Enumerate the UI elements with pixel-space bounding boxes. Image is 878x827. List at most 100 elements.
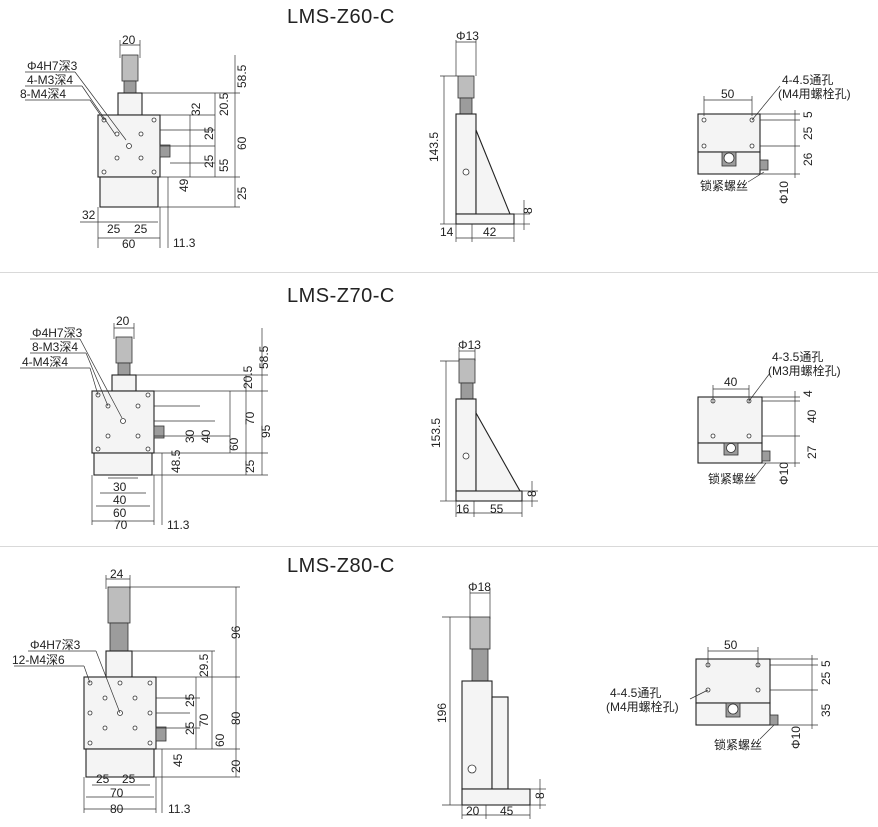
dimension-label: 50 <box>721 87 735 101</box>
dimension-label: 8 <box>533 792 547 799</box>
dimension-label: 80 <box>110 802 124 816</box>
drawing-shape <box>145 446 151 452</box>
dimension-line <box>751 462 767 482</box>
drawing-shape <box>459 97 473 115</box>
drawing-shape <box>138 155 144 161</box>
dimension-label: 8-M4深4 <box>20 87 66 101</box>
drawing-shape <box>455 398 477 492</box>
dimension-label: 24 <box>110 567 124 581</box>
dimension-label: 70 <box>197 713 211 727</box>
dimension-line <box>81 85 116 135</box>
dimension-label: 16 <box>456 502 470 516</box>
dimension-label: 196 <box>435 703 449 723</box>
dimension-label: 49 <box>177 178 191 192</box>
dimension-label: 40 <box>805 409 819 423</box>
dimension-line <box>747 171 765 183</box>
dimension-label: Φ13 <box>456 29 479 43</box>
dimension-label: 70 <box>110 786 124 800</box>
dimension-label: 60 <box>113 506 127 520</box>
micrometer-sleeve <box>123 80 137 94</box>
micrometer-knob <box>121 54 139 82</box>
dimension-label: 11.3 <box>167 518 190 532</box>
top-view: 40 4-3.5通孔 (M3用螺栓孔) 4 40 27 Φ10 锁紧螺丝 <box>697 350 841 486</box>
dimension-label: 4-M3深4 <box>27 73 73 87</box>
drawing-shape <box>455 213 515 225</box>
drawing-shape <box>107 586 131 624</box>
drawing-shape <box>151 169 157 175</box>
dimension-label: 25 <box>134 222 148 236</box>
drawing-shape <box>151 117 157 123</box>
dimension-label: 60 <box>235 136 249 150</box>
dimension-label: 4-3.5通孔 <box>772 350 823 364</box>
drawing-shape <box>117 362 131 376</box>
dimension-line <box>85 352 109 407</box>
dimension-line <box>74 71 127 141</box>
dimension-line <box>89 99 105 121</box>
drawing-shape <box>475 129 511 215</box>
drawing-shape <box>101 169 107 175</box>
dimension-label: 4-4.5通孔 <box>782 73 833 87</box>
dimension-label: 45 <box>500 804 514 818</box>
dimension-label: 30 <box>113 480 127 494</box>
model-section-z70: LMS-Z70-C 2 <box>0 273 878 546</box>
drawing-shape <box>701 143 707 149</box>
drawing-shape <box>759 159 769 171</box>
drawing-shape <box>87 710 93 716</box>
drawing-shape <box>697 396 763 444</box>
dimension-label: 25 <box>122 772 136 786</box>
dimension-label: 58.5 <box>257 345 271 369</box>
dimension-label: 60 <box>122 237 136 251</box>
dimension-label: 20 <box>116 314 130 328</box>
drawing-shape <box>710 433 716 439</box>
drawing-z60: 20 Φ4H7深3 4-M3深4 8-M4深4 58.5 20.5 32 25 … <box>20 29 851 251</box>
drawing-shape <box>135 433 141 439</box>
stage-base <box>99 176 159 208</box>
drawing-shape <box>462 168 470 176</box>
drawing-shape <box>491 696 509 790</box>
drawing-shape <box>458 358 476 384</box>
dimension-label: 20.5 <box>217 92 231 116</box>
dimension-label: Φ10 <box>777 462 791 485</box>
dimension-label: 40 <box>199 429 213 443</box>
side-view: Φ13 143.5 14 42 8 <box>427 29 535 242</box>
dimension-line <box>759 724 775 740</box>
drawing-shape <box>109 622 129 652</box>
drawing-shape <box>457 75 475 99</box>
dimension-line <box>79 338 123 419</box>
dimension-label: 11.3 <box>168 802 191 816</box>
drawing-shape <box>746 433 752 439</box>
drawing-shape <box>147 740 153 746</box>
dimension-label: 锁紧螺丝 <box>700 178 748 193</box>
drawing-shape <box>155 726 167 742</box>
dimension-label: 96 <box>229 625 243 639</box>
drawing-shape <box>755 687 761 693</box>
dimension-label: 5 <box>819 660 833 667</box>
drawing-shape <box>147 680 153 686</box>
dimension-label: 20 <box>229 759 243 773</box>
drawing-shape <box>105 433 111 439</box>
dimension-label: 锁紧螺丝 <box>708 471 756 486</box>
dimension-label: 35 <box>819 703 833 717</box>
drawing-shape <box>105 650 133 678</box>
dimension-label: 8 <box>521 207 535 214</box>
drawing-z70: 20 Φ4H7深3 8-M3深4 4-M4深4 58.5 20.5 30 40 … <box>20 314 841 532</box>
section-divider <box>0 546 878 547</box>
drawing-shape <box>475 410 521 492</box>
dimension-label: 8-M3深4 <box>32 340 78 354</box>
dimension-label: 25 <box>819 671 833 685</box>
dimension-line <box>751 85 781 121</box>
dimension-label: 32 <box>189 102 203 116</box>
dimension-line <box>95 650 121 714</box>
dimension-label: 11.3 <box>173 236 196 250</box>
front-view: 20 Φ4H7深3 8-M3深4 4-M4深4 58.5 20.5 30 40 … <box>20 314 273 532</box>
drawing-shape <box>467 764 477 774</box>
drawing-shape <box>135 403 141 409</box>
drawing-shape <box>471 648 489 682</box>
front-view: 24 Φ4H7深3 12-M4深6 96 29.5 25 25 70 80 60… <box>12 567 243 816</box>
drawing-shape <box>93 452 153 476</box>
drawing-shape <box>727 703 739 715</box>
dimension-label: 25 <box>243 459 257 473</box>
dimension-label: 80 <box>229 711 243 725</box>
drawing-shape <box>461 680 493 790</box>
dimension-label: 40 <box>724 375 738 389</box>
